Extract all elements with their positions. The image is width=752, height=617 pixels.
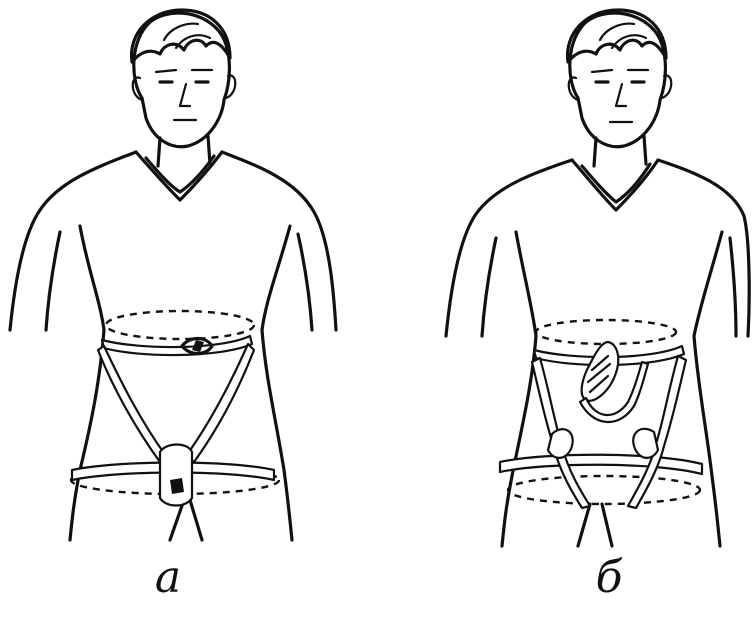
waist-ring: [536, 320, 676, 344]
panel-caption-a: а: [138, 548, 198, 608]
left-arm: [10, 152, 136, 330]
left-arm: [446, 160, 572, 336]
rope-hip: [500, 455, 702, 474]
knot-crotch-fill: [170, 478, 184, 494]
person-illustration-a: [0, 0, 376, 617]
knot-crotch: [160, 445, 192, 506]
panel-b: б: [376, 0, 752, 617]
panel-a: а: [0, 0, 376, 617]
right-arm: [658, 160, 749, 336]
eyebrows: [592, 70, 648, 72]
nose: [616, 84, 626, 106]
hip-ring: [508, 476, 700, 504]
hair: [568, 10, 666, 62]
rope-cross-left: [98, 346, 166, 462]
torso-right: [262, 226, 292, 540]
person-illustration-b: [376, 0, 752, 617]
panel-caption-b: б: [579, 548, 639, 608]
eyebrows: [156, 70, 212, 72]
right-arm: [222, 152, 336, 330]
torso-right: [694, 232, 722, 546]
hair: [132, 10, 230, 62]
torso-left: [70, 226, 104, 540]
head-outline: [570, 13, 666, 147]
head-outline: [134, 13, 230, 147]
legs-inner: [578, 504, 612, 546]
collar: [572, 160, 658, 210]
nose: [180, 84, 190, 106]
waist-ring: [106, 311, 254, 339]
rope-loop-right: [633, 429, 658, 458]
rope-cross-right: [186, 344, 254, 462]
rope-loop-left: [548, 429, 573, 458]
